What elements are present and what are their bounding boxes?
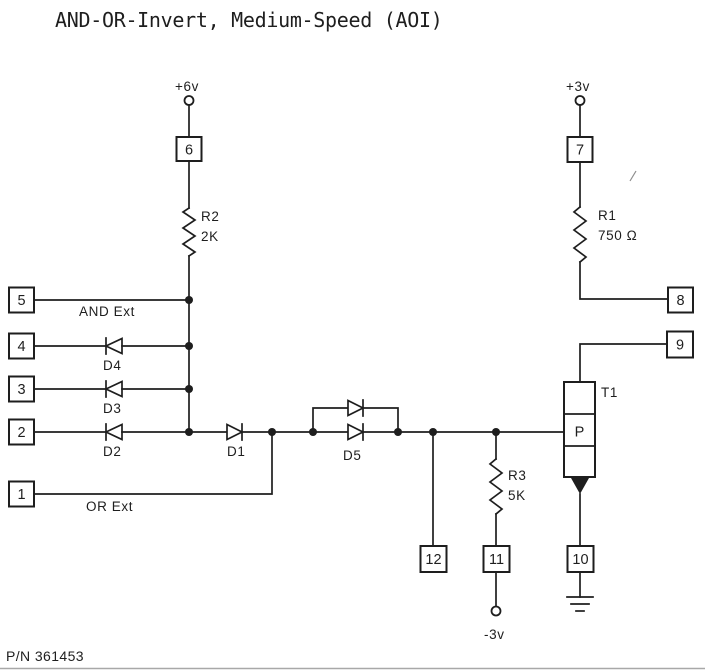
resistor-r2-symbol [181,206,197,258]
collector-wire [579,343,668,383]
junction-dot [492,428,500,436]
pin-number-11: 11 [489,552,504,568]
transistor-t1-region-label: P [575,425,585,441]
pin-box-12 [419,545,448,573]
input-pin-3-branch: 3 D3 [8,375,190,416]
diode-d1-branch: D1 [226,423,349,459]
resistor-r3-symbol [488,457,504,516]
or-ext-label: OR Ext [86,499,133,514]
resistor-r2-ref: R2 [201,209,219,224]
diode-d1-symbol [226,423,244,441]
plus3v-label: +3v [566,79,590,94]
input-pin-2-branch: 2 D2 [8,418,228,459]
input-pin-5-branch: 5 AND Ext [8,286,190,319]
minus3v-label: -3v [484,627,505,642]
input-pin-1-branch: 1 OR Ext [8,431,273,514]
diode-d2-symbol [103,423,123,441]
resistor-r3-ref: R3 [508,468,526,483]
pin-12-branch: 12 [419,431,448,573]
wire [312,407,349,433]
input-pin-4-branch: 4 D4 [8,332,190,373]
pin-number-1: 1 [17,487,25,503]
pin-number-3: 3 [17,382,25,398]
junction-dot [185,385,193,393]
pin-number-6: 6 [185,143,193,159]
pin-number-2: 2 [17,425,25,441]
transistor-t1-branch: 9 P T1 10 [563,330,694,612]
junction-dot [185,296,193,304]
plus6v-terminal-icon [183,95,195,106]
resistor-r1-ref: R1 [598,208,616,223]
diode-d5-branch: D5 [312,399,565,463]
transistor-t1-symbol [563,381,596,478]
diode-d3-ref: D3 [103,401,121,416]
pin-number-9: 9 [676,338,684,354]
wire [362,407,399,433]
minus3v-terminal-icon [490,605,502,617]
pin-box-9 [666,330,694,359]
junction-dot [268,428,276,436]
diode-d5-ref: D5 [343,448,361,463]
diode-d4-ref: D4 [103,358,121,373]
diode-d3-symbol [103,380,123,398]
junction-dot [429,428,437,436]
resistor-r2-value: 2K [201,229,219,244]
print-artifact-mark [629,170,637,182]
supply-plus3-branch: +3v 7 R1 750 Ω 8 [566,79,694,314]
diode-d1-ref: D1 [227,444,245,459]
pin-box-10 [566,545,595,573]
diode-d2-ref: D2 [103,444,121,459]
supply-plus6-branch: +6v 6 R2 2K [175,79,219,433]
diode-d5-upper-symbol [347,399,365,417]
diode-d4-symbol [103,337,123,355]
pin-number-12: 12 [425,552,441,568]
pin-box-8 [667,286,694,314]
or-ext-wire [33,431,273,495]
ground-icon [566,596,594,612]
diode-d5-lower-symbol [347,423,365,441]
transistor-t1-ref: T1 [601,385,618,400]
plus6v-label: +6v [175,79,199,94]
part-number: P/N 361453 [6,648,84,664]
junction-dot [309,428,317,436]
emitter-arrow-icon [571,478,589,494]
junction-dot [185,342,193,350]
pin-box-4 [8,332,35,360]
pin-number-10: 10 [572,552,588,568]
junction-dot [185,428,193,436]
resistor-r1-value: 750 Ω [598,228,637,243]
junction-dot [394,428,402,436]
pin-box-5 [8,286,35,314]
resistor-r3-value: 5K [508,488,526,503]
pin-number-5: 5 [17,293,25,309]
page-title: AND-OR-Invert, Medium-Speed (AOI) [55,8,442,32]
and-ext-label: AND Ext [79,304,135,319]
pin-number-7: 7 [576,143,584,159]
plus3v-terminal-icon [574,95,586,106]
r3-minus3v-branch: R3 5K 11 -3v [482,431,526,642]
pin-box-2 [8,418,35,446]
resistor-r1-symbol [572,205,588,264]
junction-dots [185,296,500,436]
pin-number-4: 4 [17,339,25,355]
wire [579,261,669,300]
pin-number-8: 8 [676,293,684,309]
